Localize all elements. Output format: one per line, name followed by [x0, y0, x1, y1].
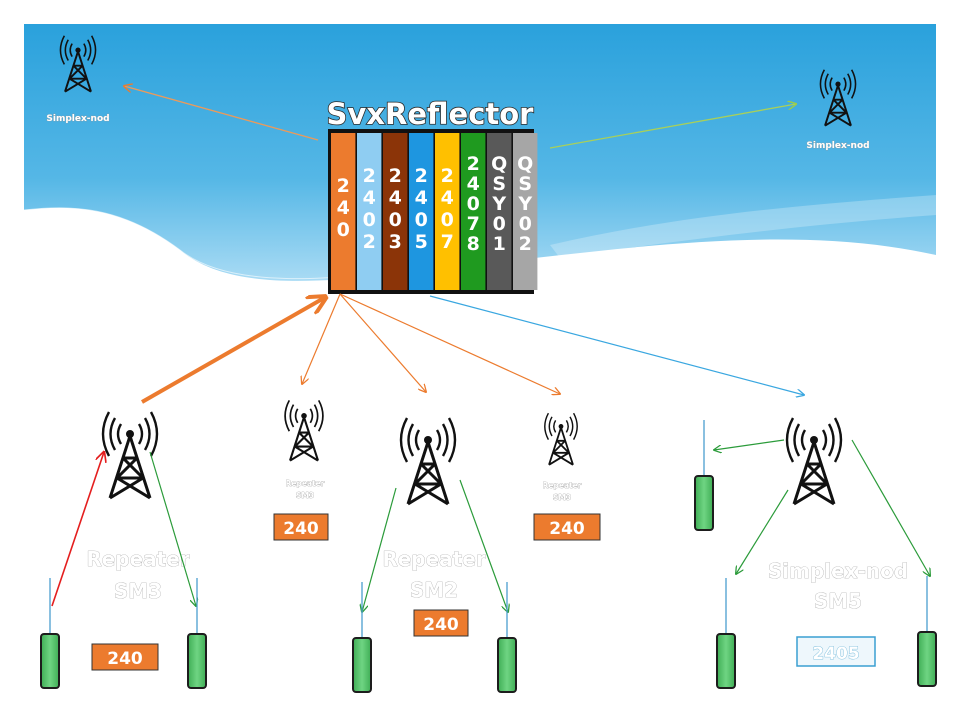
channel-column: 2405 — [409, 133, 434, 290]
repeater-left-label-line2: SM3 — [114, 579, 162, 603]
repeater-small-b-badge: 240 — [549, 519, 585, 539]
handheld-radio-icon — [716, 577, 736, 689]
repeater-small-b: Repeater SM3 240 — [533, 412, 601, 541]
channel-char: 2 — [337, 175, 350, 197]
channel-char: 2 — [519, 233, 532, 255]
channel-char: 4 — [415, 187, 428, 209]
channel-char: 3 — [389, 231, 402, 253]
repeater-middle: Repeater SM2 240 — [382, 416, 486, 637]
handheld-radio-icon — [352, 581, 372, 693]
repeater-middle-label-line2: SM2 — [410, 578, 458, 602]
link-simplex-right-to-handheld-left — [736, 489, 789, 574]
repeater-small-a: Repeater SM3 240 — [273, 399, 329, 541]
channel-char: 2 — [415, 165, 428, 187]
tower-simplex-top-right: Simplex-nod — [806, 68, 870, 151]
channel-char: 7 — [467, 213, 480, 235]
channel-char: 0 — [441, 209, 454, 231]
radio-tower-icon — [785, 416, 843, 506]
link-simplex-right-to-handheld-right — [851, 439, 930, 576]
link-reflector-to-small-a — [302, 293, 341, 384]
channel-char: Y — [491, 193, 506, 215]
simplex-top-right-label: Simplex-nod — [806, 141, 869, 151]
handheld-radio-icon — [187, 577, 207, 689]
channel-char: 7 — [441, 231, 454, 253]
channel-char: 0 — [493, 213, 506, 235]
radio-tower-icon — [399, 416, 457, 506]
handheld-radio-icon — [917, 575, 937, 687]
radio-tower-icon — [284, 399, 324, 462]
channel-char: 0 — [415, 209, 428, 231]
tower-simplex-top-left: Simplex-nod — [46, 34, 110, 124]
repeater-small-b-label-line2: SM3 — [553, 493, 571, 502]
channel-column: 240 — [331, 133, 356, 290]
repeater-left-badge: 240 — [107, 649, 143, 669]
repeater-small-a-badge: 240 — [283, 519, 319, 539]
repeater-small-a-label-line2: SM3 — [296, 491, 314, 500]
channel-char: 4 — [363, 187, 376, 209]
repeater-small-b-label-line1: Repeater — [543, 481, 582, 490]
channel-char: 8 — [467, 233, 480, 255]
channel-char: 2 — [441, 165, 454, 187]
repeater-middle-label-line1: Repeater — [382, 547, 485, 571]
channel-char: 4 — [441, 187, 454, 209]
channel-char: 0 — [519, 213, 532, 235]
channel-char: 4 — [467, 173, 480, 195]
repeater-small-a-label-line1: Repeater — [286, 479, 325, 488]
repeater-middle-badge: 240 — [423, 615, 459, 635]
channel-char: 4 — [337, 197, 350, 219]
channel-char: Y — [517, 193, 532, 215]
link-repeater-middle-to-handheld-right — [459, 479, 508, 612]
channel-char: 2 — [389, 165, 402, 187]
channel-char: 2 — [363, 231, 376, 253]
channel-char: 5 — [415, 231, 428, 253]
handheld-radio-icon — [497, 581, 517, 693]
sky-swoosh — [550, 195, 936, 258]
channel-char: 2 — [467, 153, 480, 175]
channel-char: Q — [517, 153, 533, 175]
channel-char: Q — [491, 153, 507, 175]
diagram-title: SvxReflector — [327, 97, 535, 131]
link-reflector-to-middle — [339, 293, 426, 392]
link-handheld-to-repeater-left — [51, 452, 104, 607]
simplex-node-right: Simplex-nod SM5 2405 — [768, 416, 908, 667]
channel-char: 0 — [337, 219, 350, 241]
link-reflector-to-top-right — [549, 104, 796, 149]
link-reflector-to-small-b — [339, 293, 560, 394]
channel-char: S — [492, 173, 506, 195]
link-simplex-right-to-handheld-top — [714, 439, 785, 450]
simplex-right-label-line2: SM5 — [814, 589, 862, 613]
channel-char: S — [518, 173, 532, 195]
channel-char: 0 — [467, 193, 480, 215]
link-repeater-left-to-reflector — [141, 298, 324, 404]
link-repeater-left-to-handheld — [149, 451, 196, 606]
channel-char: 1 — [493, 233, 506, 255]
simplex-top-left-label: Simplex-nod — [46, 114, 109, 124]
repeater-left: Repeater SM3 240 — [86, 410, 190, 671]
handheld-radio-icon — [694, 419, 714, 531]
channel-char: 0 — [389, 209, 402, 231]
simplex-right-label-line1: Simplex-nod — [768, 559, 908, 583]
channel-char: 4 — [389, 187, 402, 209]
channel-char: 2 — [363, 165, 376, 187]
link-repeater-middle-to-handheld-left — [362, 487, 397, 612]
channel-char: 0 — [363, 209, 376, 231]
repeater-left-label-line1: Repeater — [86, 547, 189, 571]
radio-tower-icon — [101, 410, 159, 500]
radio-tower-icon — [543, 412, 579, 466]
link-reflector-to-top-left — [124, 86, 319, 141]
link-reflector-to-simplex-right — [429, 295, 804, 395]
simplex-right-badge: 2405 — [812, 644, 859, 664]
